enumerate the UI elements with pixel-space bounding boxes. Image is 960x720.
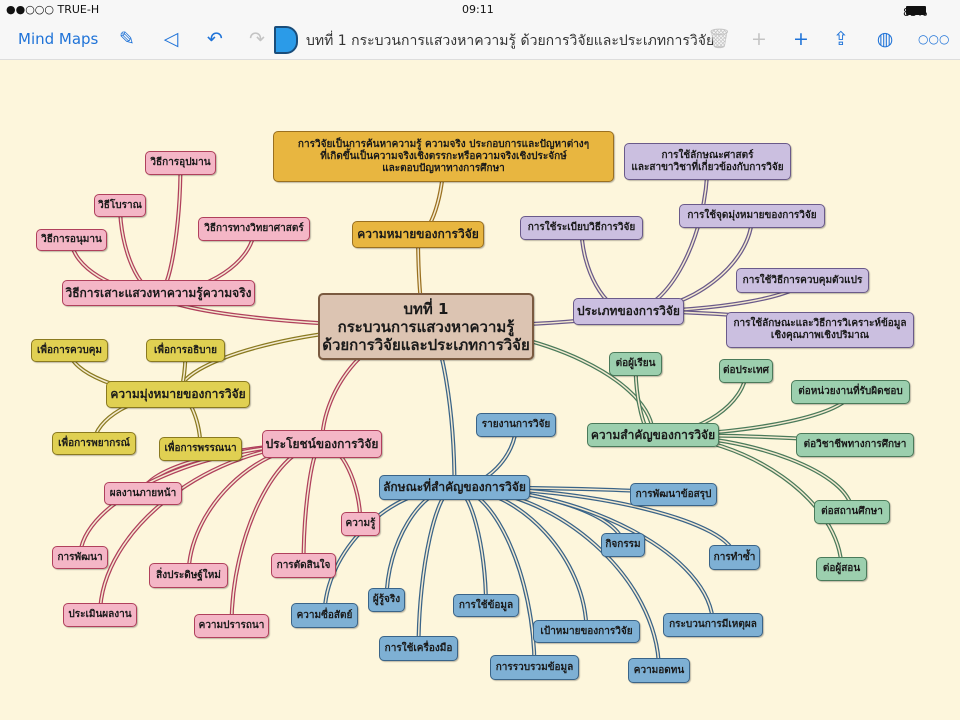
central-topic[interactable]: บทที่ 1 กระบวนการแสวงหาความรู้ ด้วยการวิ… <box>318 293 534 360</box>
leaf-node[interactable]: ผลงานภายหน้า <box>104 482 182 505</box>
status-bar: ●●○○○ TRUE-H 09:11 83% <box>0 0 960 20</box>
leaf-node[interactable]: การใช้ลักษณะศาสตร์ และสาขาวิชาที่เกี่ยวข… <box>624 143 791 180</box>
connector-line <box>454 486 487 606</box>
leaf-node[interactable]: เป้าหมายของการวิจัย <box>533 620 640 643</box>
toolbar: Mind Maps ✎ ◁ ↶ ↷ บทที่ 1 กระบวนการแสวงห… <box>0 20 960 60</box>
clock: 09:11 <box>462 3 494 16</box>
trash-icon[interactable]: 🗑 <box>706 28 732 50</box>
palette-icon[interactable]: ◍ <box>876 28 894 50</box>
leaf-node[interactable]: ความซื่อสัตย์ <box>291 603 358 628</box>
previous-icon[interactable]: ◁ <box>163 28 179 50</box>
leaf-node[interactable]: รายงานการวิจัย <box>476 413 556 437</box>
leaf-node[interactable]: ต่อหน่วยงานที่รับผิดชอบ <box>791 380 910 404</box>
leaf-node[interactable]: การรวบรวมข้อมูล <box>490 655 579 680</box>
leaf-node[interactable]: การใช้จุดมุ่งหมายของการวิจัย <box>679 204 825 228</box>
leaf-node[interactable]: ความรู้ <box>341 512 380 536</box>
leaf-node[interactable]: ต่อประเทศ <box>719 359 773 383</box>
leaf-node[interactable]: วิธีโบราณ <box>94 194 146 217</box>
leaf-node[interactable]: ต่อวิชาชีพทางการศึกษา <box>796 433 914 457</box>
leaf-node[interactable]: สิ่งประดิษฐ์ใหม่ <box>149 563 228 588</box>
leaf-node[interactable]: เพื่อการพยากรณ์ <box>52 432 136 455</box>
connector-line <box>302 443 323 566</box>
branch-benefits[interactable]: ประโยชน์ของการวิจัย <box>262 430 382 458</box>
carrier: ●●○○○ TRUE-H <box>6 3 100 16</box>
leaf-node[interactable]: ประเมินผลงาน <box>63 603 137 627</box>
branch-traits[interactable]: ลักษณะที่สำคัญของการวิจัย <box>379 475 530 500</box>
add-icon[interactable]: + <box>751 28 767 50</box>
branch-types[interactable]: ประเภทของการวิจัย <box>573 298 684 325</box>
leaf-node[interactable]: ต่อผู้สอน <box>816 557 867 581</box>
leaf-node[interactable]: กระบวนการมีเหตุผล <box>663 613 763 637</box>
leaf-node[interactable]: การตัดสินใจ <box>271 553 336 578</box>
leaf-node[interactable]: วิธีการอนุมาน <box>36 229 107 251</box>
leaf-node[interactable]: การใช้ลักษณะและวิธีการวิเคราะห์ข้อมูล เช… <box>726 312 914 348</box>
leaf-node[interactable]: ผู้รู้จริง <box>368 588 405 612</box>
branch-importance[interactable]: ความสำคัญของการวิจัย <box>587 423 719 447</box>
leaf-node[interactable]: ความปรารถนา <box>194 614 269 638</box>
leaf-node[interactable]: เพื่อการควบคุม <box>31 339 108 362</box>
leaf-node[interactable]: เพื่อการพรรณนา <box>159 437 242 461</box>
meaning-definition[interactable]: การวิจัยเป็นการค้นหาความรู้ ความจริง ประ… <box>273 131 614 182</box>
document-icon[interactable] <box>274 26 298 54</box>
leaf-node[interactable]: การใช้วิธีการควบคุมตัวแปร <box>736 268 869 293</box>
battery-icon <box>906 6 926 15</box>
document-title: บทที่ 1 กระบวนการแสวงหาความรู้ ด้วยการวิ… <box>306 33 715 49</box>
leaf-node[interactable]: วิธีการทางวิทยาศาสตร์ <box>198 217 310 241</box>
connector-line <box>158 162 182 294</box>
share-icon[interactable]: ⇪ <box>833 28 849 50</box>
leaf-node[interactable]: การทำซ้ำ <box>709 545 760 570</box>
leaf-node[interactable]: ต่อสถานศึกษา <box>814 500 890 524</box>
connector-line <box>98 442 323 616</box>
leaf-node[interactable]: วิธีการอุปมาน <box>145 151 216 175</box>
leaf-node[interactable]: ต่อผู้เรียน <box>609 352 662 376</box>
leaf-node[interactable]: การใช้ระเบียบวิธีการวิจัย <box>520 216 643 240</box>
branch-meaning[interactable]: ความหมายของการวิจัย <box>352 221 484 248</box>
branch-methods[interactable]: วิธีการเสาะแสวงหาความรู้ความจริง <box>62 280 255 306</box>
redo-icon[interactable]: ↷ <box>249 28 265 50</box>
leaf-node[interactable]: กิจกรรม <box>601 533 645 557</box>
more-icon[interactable]: ○○○ <box>918 32 950 46</box>
connector-line <box>417 486 455 649</box>
mind-maps-back-button[interactable]: Mind Maps <box>18 30 99 48</box>
undo-icon[interactable]: ↶ <box>207 28 223 50</box>
leaf-node[interactable]: การใช้เครื่องมือ <box>379 636 458 661</box>
leaf-node[interactable]: เพื่อการอธิบาย <box>146 339 225 362</box>
leaf-node[interactable]: การพัฒนา <box>52 546 108 569</box>
add-child-icon[interactable]: + <box>793 28 809 50</box>
branch-purposes[interactable]: ความมุ่งหมายของการวิจัย <box>106 381 250 408</box>
edit-icon[interactable]: ✎ <box>119 28 135 50</box>
leaf-node[interactable]: การพัฒนาข้อสรุป <box>630 483 717 506</box>
leaf-node[interactable]: การใช้ข้อมูล <box>453 594 519 617</box>
leaf-node[interactable]: ความอดทน <box>628 658 690 683</box>
